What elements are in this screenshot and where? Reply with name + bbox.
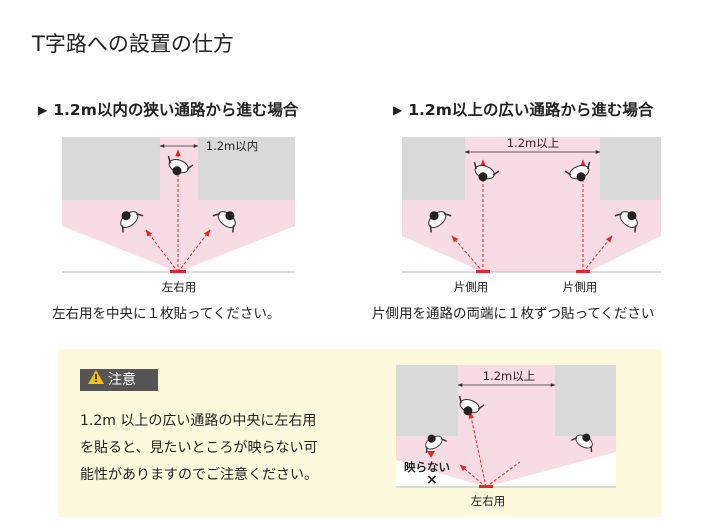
wall-right xyxy=(600,137,661,200)
warning-icon xyxy=(88,369,104,391)
caution-line: 1.2m 以上の広い通路の中央に左右用 xyxy=(80,413,317,429)
caution-dimension-label: 1.2m以上 xyxy=(482,369,536,383)
right-sticker-label-right: 片側用 xyxy=(562,280,598,294)
caution-sticker-label: 左右用 xyxy=(470,494,506,508)
page-title: T字路への設置の仕方 xyxy=(32,32,234,56)
wall-left xyxy=(402,137,465,200)
right-dimension-label: 1.2m以上 xyxy=(506,136,560,150)
right-caption: 片側用を通路の両端に１枚ずつ貼ってください xyxy=(372,306,655,322)
sticker-mark xyxy=(479,485,493,488)
right-panel-heading: ▶1.2m以上の広い通路から進む場合 xyxy=(393,101,654,119)
sticker-mark-left xyxy=(476,270,490,273)
left-sticker-label: 左右用 xyxy=(161,280,197,294)
cross-icon: × xyxy=(426,472,438,488)
play-triangle-icon: ▶ xyxy=(38,103,48,117)
not-visible-label: 映らない xyxy=(404,460,450,474)
sticker-mark-right xyxy=(576,270,590,273)
left-caption: 左右用を中央に１枚貼ってください。 xyxy=(52,306,281,322)
play-triangle-icon: ▶ xyxy=(393,103,403,117)
view-area xyxy=(402,137,661,272)
left-panel-heading: ▶1.2m以内の狭い通路から進む場合 xyxy=(38,101,299,119)
sticker-mark xyxy=(170,270,186,273)
caution-text: 1.2m 以上の広い通路の中央に左右用 を貼ると、見たいところが映らない可 能性… xyxy=(80,408,380,489)
left-dimension-label: 1.2m以内 xyxy=(205,139,259,153)
wall-left xyxy=(396,365,458,436)
caution-line: 能性がありますのでご注意ください。 xyxy=(80,467,318,483)
caution-line: を貼ると、見たいところが映らない可 xyxy=(80,440,318,456)
wall-left xyxy=(62,137,160,200)
wall-right xyxy=(555,365,616,436)
view-area xyxy=(396,365,616,487)
direction-marker xyxy=(427,451,435,458)
wall-right xyxy=(198,137,295,200)
right-sticker-label-left: 片側用 xyxy=(453,280,489,294)
caution-badge: 注意 xyxy=(80,369,158,391)
